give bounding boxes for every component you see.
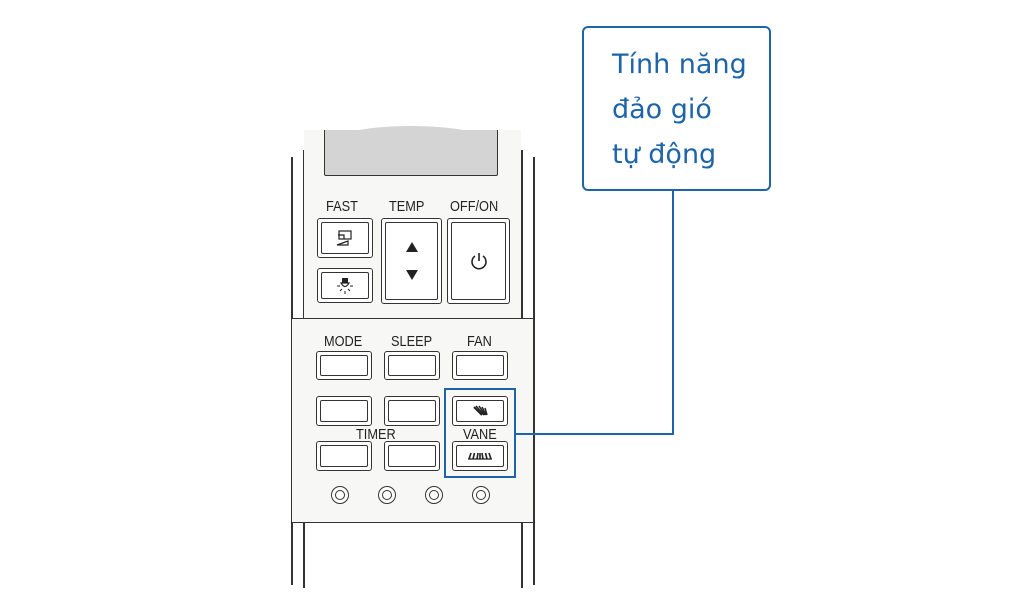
temp-up-icon[interactable] (405, 242, 418, 252)
sleep-label: SLEEP (391, 333, 433, 350)
callout-line-1: Tính năng (612, 49, 747, 80)
fast-button-face (321, 222, 369, 254)
vane-fixed-icon (468, 452, 492, 460)
off-on-label: OFF/ON (450, 198, 499, 215)
timer-up-button-face (320, 445, 368, 467)
mode-button-face (320, 355, 368, 376)
remote-outline-left-inner (303, 150, 305, 320)
temp-down-icon[interactable] (405, 270, 418, 280)
temp-button[interactable] (381, 218, 442, 304)
sleep-button-face (388, 355, 436, 376)
sleep-button[interactable] (384, 351, 440, 380)
callout-connector-vertical (672, 190, 674, 435)
timer-on-button[interactable] (316, 396, 372, 426)
round-button-1[interactable] (331, 486, 349, 504)
remote-display (324, 130, 498, 176)
vane-label: VANE (463, 426, 497, 443)
fan-button[interactable] (452, 351, 508, 380)
timer-up-button[interactable] (316, 441, 372, 471)
timer-off-button-face (388, 400, 436, 422)
fast-cool-icon (336, 230, 352, 246)
callout-text: Tính năng đảo gió tự động (612, 42, 747, 177)
vane-highlight-box (444, 388, 516, 478)
power-icon (470, 253, 487, 270)
round-button-3[interactable] (425, 486, 443, 504)
power-button[interactable] (447, 218, 510, 304)
round-button-4[interactable] (472, 486, 490, 504)
vane-swing-button[interactable] (452, 396, 508, 426)
vane-fixed-button-face (456, 445, 504, 467)
temp-label: TEMP (389, 198, 425, 215)
timer-off-button[interactable] (384, 396, 440, 426)
fast-button[interactable] (317, 218, 373, 258)
light-button-face (321, 272, 369, 299)
callout-line-3: tự động (612, 139, 717, 170)
vane-swing-button-face (456, 400, 504, 422)
power-button-face (451, 222, 506, 300)
vane-fixed-button[interactable] (452, 441, 508, 471)
round-button-2[interactable] (378, 486, 396, 504)
remote-lower-inner-right (521, 523, 523, 588)
vane-swing-icon (473, 405, 488, 416)
mode-button[interactable] (316, 351, 372, 380)
temp-button-face (385, 222, 438, 300)
callout-line-2: đảo gió (612, 94, 712, 125)
fan-label: FAN (467, 333, 492, 350)
timer-label: TIMER (356, 426, 396, 443)
timer-down-button-face (388, 445, 436, 467)
remote-lower-inner-left (303, 523, 305, 588)
callout-connector-horizontal (516, 433, 674, 435)
timer-on-button-face (320, 400, 368, 422)
mode-label: MODE (324, 333, 363, 350)
light-bulb-icon (337, 277, 353, 294)
fast-label: FAST (326, 198, 358, 215)
callout-box: Tính năng đảo gió tự động (582, 26, 771, 191)
remote-outline-right-inner (521, 150, 523, 320)
light-button[interactable] (317, 268, 373, 303)
fan-button-face (456, 355, 504, 376)
timer-down-button[interactable] (384, 441, 440, 471)
